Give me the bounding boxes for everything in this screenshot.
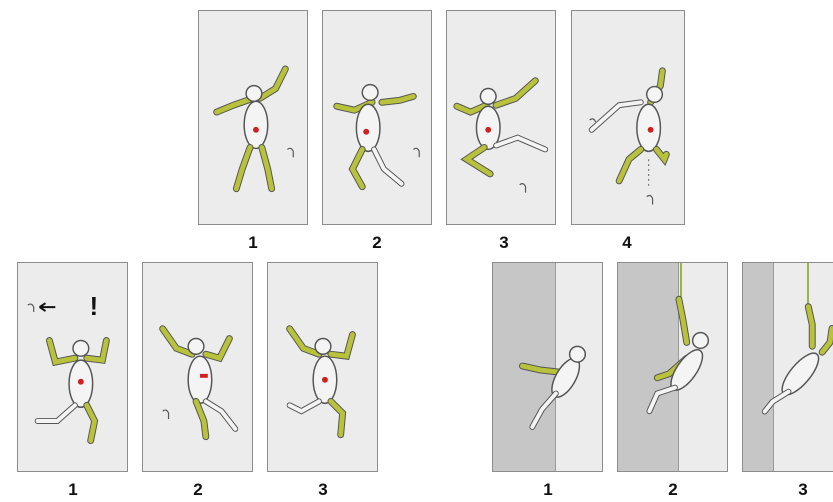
bottom-left-label-2: 2 bbox=[188, 480, 208, 500]
sequence-bottom-left-panel-1: ! bbox=[17, 262, 128, 472]
climber-figure-icon bbox=[743, 263, 833, 471]
bottom-right-label-3: 3 bbox=[793, 480, 813, 500]
foothold-icon bbox=[413, 148, 419, 157]
climber-figure-icon bbox=[268, 263, 377, 471]
top-label-3: 3 bbox=[494, 233, 514, 253]
climber-figure-icon: ! bbox=[18, 263, 127, 471]
alert-mark: ! bbox=[90, 293, 99, 321]
sequence-bottom-right-panel-3 bbox=[742, 262, 833, 472]
foothold-icon bbox=[647, 195, 653, 204]
climber-figure-icon bbox=[618, 263, 727, 471]
foothold-icon bbox=[520, 184, 526, 193]
climber-figure-icon bbox=[143, 263, 252, 471]
sequence-top-panel-2 bbox=[322, 10, 432, 225]
top-label-1: 1 bbox=[243, 233, 263, 253]
sequence-top-panel-4 bbox=[571, 10, 685, 225]
top-label-4: 4 bbox=[617, 233, 637, 253]
climber-figure-icon bbox=[447, 11, 555, 224]
bottom-right-label-2: 2 bbox=[663, 480, 683, 500]
bottom-left-label-3: 3 bbox=[313, 480, 333, 500]
sequence-bottom-left-panel-3 bbox=[267, 262, 378, 472]
bottom-left-label-1: 1 bbox=[63, 480, 83, 500]
sequence-top-panel-3 bbox=[446, 10, 556, 225]
arrow-left-icon bbox=[40, 303, 56, 311]
sequence-bottom-right-panel-1 bbox=[492, 262, 603, 472]
sequence-top-panel-1 bbox=[198, 10, 308, 225]
foothold-icon bbox=[163, 410, 169, 419]
foothold-icon bbox=[287, 148, 293, 157]
bottom-right-label-1: 1 bbox=[538, 480, 558, 500]
foothold-icon bbox=[28, 304, 34, 312]
sequence-bottom-left-panel-2 bbox=[142, 262, 253, 472]
climber-figure-icon bbox=[572, 11, 684, 224]
top-label-2: 2 bbox=[367, 233, 387, 253]
climber-figure-icon bbox=[493, 263, 602, 471]
climber-figure-icon bbox=[199, 11, 307, 224]
sequence-bottom-right-panel-2 bbox=[617, 262, 728, 472]
climber-figure-icon bbox=[323, 11, 431, 224]
